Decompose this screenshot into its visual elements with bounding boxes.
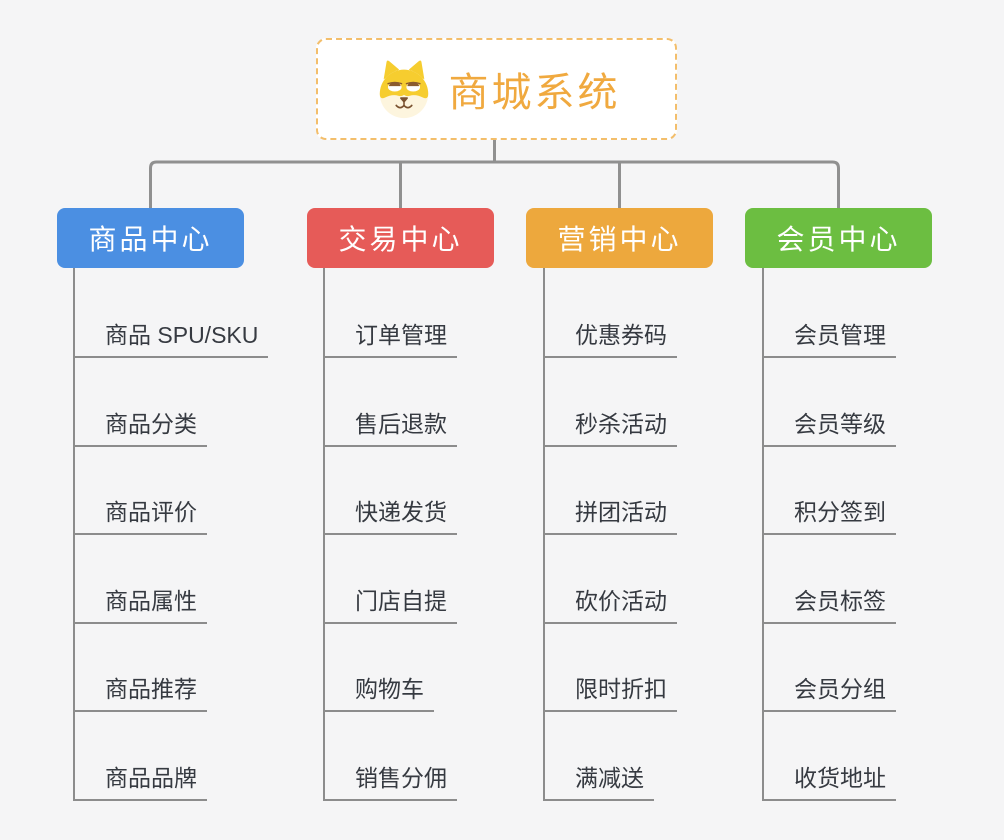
mindmap-leaf-node[interactable]: 砍价活动 xyxy=(543,586,677,624)
branch-node-marketing-center[interactable]: 营销中心 xyxy=(526,208,713,268)
root-node[interactable]: 商城系统 xyxy=(316,38,677,140)
mindmap-leaf-node[interactable]: 优惠券码 xyxy=(543,320,677,358)
mindmap-leaf-node[interactable]: 会员分组 xyxy=(762,674,896,712)
mindmap-leaf-node[interactable]: 商品分类 xyxy=(73,409,207,447)
mindmap-leaf-node[interactable]: 秒杀活动 xyxy=(543,409,677,447)
mindmap-leaf-node[interactable]: 拼团活动 xyxy=(543,497,677,535)
mindmap-leaf-node[interactable]: 购物车 xyxy=(323,674,434,712)
mindmap-leaf-node[interactable]: 会员管理 xyxy=(762,320,896,358)
mindmap-leaf-node[interactable]: 限时折扣 xyxy=(543,674,677,712)
mindmap-leaf-node[interactable]: 积分签到 xyxy=(762,497,896,535)
root-title: 商城系统 xyxy=(448,71,621,115)
branch-node-member-center[interactable]: 会员中心 xyxy=(745,208,932,268)
branch-node-product-center[interactable]: 商品中心 xyxy=(57,208,244,268)
mindmap-leaf-node[interactable]: 满减送 xyxy=(543,763,654,801)
mindmap-leaf-node[interactable]: 收货地址 xyxy=(762,763,896,801)
mindmap-leaf-node[interactable]: 商品 SPU/SKU xyxy=(73,320,269,358)
mindmap-leaf-node[interactable]: 售后退款 xyxy=(323,409,457,447)
mindmap-leaf-node[interactable]: 会员等级 xyxy=(762,409,896,447)
mindmap-leaf-node[interactable]: 商品品牌 xyxy=(73,763,207,801)
mindmap-leaf-node[interactable]: 订单管理 xyxy=(323,320,457,358)
mindmap-leaf-node[interactable]: 销售分佣 xyxy=(323,763,457,801)
dog-face-icon xyxy=(373,57,435,121)
mindmap-leaf-node[interactable]: 商品评价 xyxy=(73,497,207,535)
mindmap-leaf-node[interactable]: 商品属性 xyxy=(73,586,207,624)
mindmap-leaf-node[interactable]: 门店自提 xyxy=(323,586,457,624)
mindmap-leaf-node[interactable]: 快递发货 xyxy=(323,497,457,535)
mindmap-leaf-node[interactable]: 会员标签 xyxy=(762,586,896,624)
mindmap-leaf-node[interactable]: 商品推荐 xyxy=(73,674,207,712)
branch-node-trade-center[interactable]: 交易中心 xyxy=(307,208,494,268)
